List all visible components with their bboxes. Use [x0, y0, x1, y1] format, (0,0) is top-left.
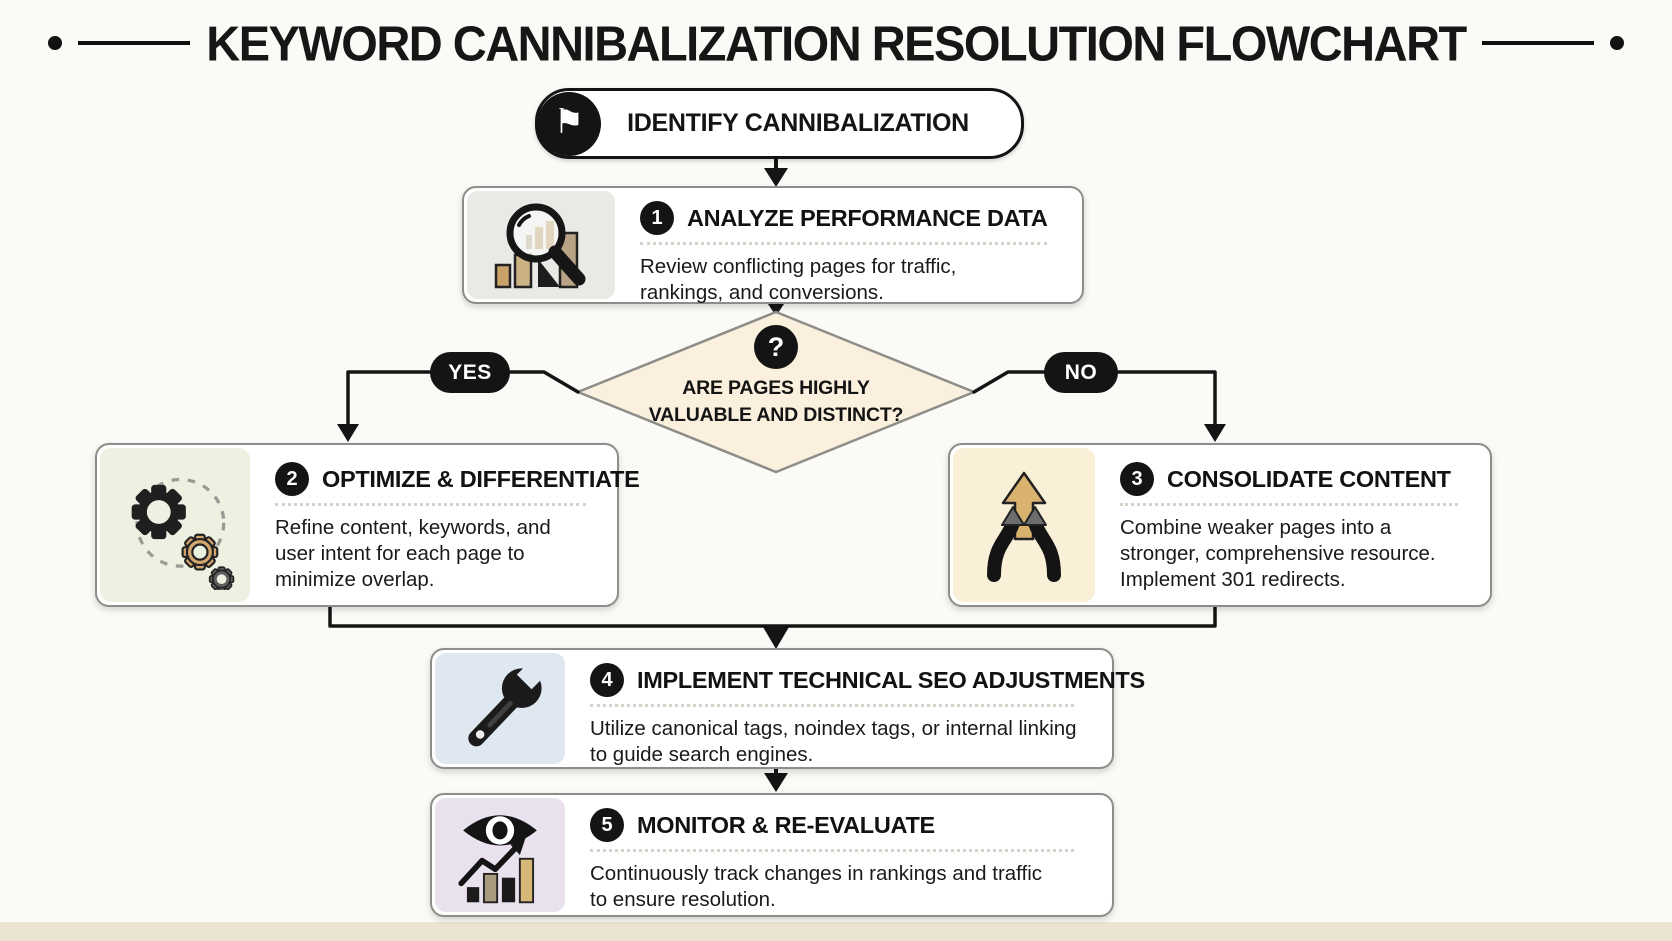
step3-icon-panel — [953, 448, 1095, 602]
step5-divider — [590, 849, 1074, 852]
step4-description: Utilize canonical tags, noindex tags, or… — [590, 717, 1077, 766]
eye-chart-icon — [458, 815, 537, 904]
step1-description: Review conflicting pages for traffic, ra… — [640, 255, 957, 304]
page-title: KEYWORD CANNIBALIZATION RESOLUTION FLOWC… — [206, 15, 1467, 71]
step2-description: Refine content, keywords, and user inten… — [275, 516, 551, 591]
step-monitor-reevaluate: 5 MONITOR & RE-EVALUATE Continuously tra… — [430, 793, 1114, 917]
header: KEYWORD CANNIBALIZATION RESOLUTION FLOWC… — [0, 12, 1672, 74]
title-rule-left — [78, 41, 191, 45]
step2-number-badge: 2 — [275, 462, 309, 496]
title-end-dot-left — [48, 36, 63, 50]
step3-description: Combine weaker pages into a stronger, co… — [1120, 516, 1436, 591]
step2-icon-panel — [100, 448, 250, 602]
step3-title: CONSOLIDATE CONTENT — [1167, 465, 1451, 492]
step2-content: 2 OPTIMIZE & DIFFERENTIATE Refine conten… — [253, 445, 640, 605]
step3-number-badge: 3 — [1120, 462, 1154, 496]
flag-icon: ⚑ — [537, 91, 601, 156]
step4-title: IMPLEMENT TECHNICAL SEO ADJUSTMENTS — [637, 666, 1145, 693]
step2-title: OPTIMIZE & DIFFERENTIATE — [322, 465, 640, 492]
flag-glyph: ⚑ — [553, 103, 585, 141]
decision-question-line1: ARE PAGES HIGHLY — [682, 377, 870, 399]
step4-icon-panel — [435, 653, 565, 764]
step-consolidate-content: 3 CONSOLIDATE CONTENT Combine weaker pag… — [948, 443, 1492, 607]
step3-content: 3 CONSOLIDATE CONTENT Combine weaker pag… — [1098, 445, 1490, 605]
step-implement-technical-seo: 4 IMPLEMENT TECHNICAL SEO ADJUSTMENTS Ut… — [430, 648, 1145, 769]
wrench-icon — [468, 662, 543, 746]
decision-diamond — [574, 310, 978, 474]
decision-node: ? ARE PAGES HIGHLY VALUABLE AND DISTINCT… — [576, 325, 976, 427]
yes-label: YES — [430, 352, 510, 393]
question-mark-icon: ? — [754, 325, 798, 369]
title-end-dot-right — [1609, 36, 1624, 50]
step1-title: ANALYZE PERFORMANCE DATA — [687, 204, 1048, 231]
step1-icon-panel — [467, 191, 615, 299]
footer-strip — [0, 922, 1672, 941]
step1-content: 1 ANALYZE PERFORMANCE DATA Review confli… — [618, 188, 1082, 304]
step3-divider — [1120, 503, 1458, 506]
step5-title: MONITOR & RE-EVALUATE — [637, 811, 935, 838]
step5-content: 5 MONITOR & RE-EVALUATE Continuously tra… — [568, 795, 1112, 915]
magnifier-bar-chart-icon — [494, 203, 586, 289]
start-node: ⚑ IDENTIFY CANNIBALIZATION — [535, 88, 1024, 159]
no-label: NO — [1044, 352, 1118, 393]
step2-divider — [275, 503, 587, 506]
step1-divider — [640, 242, 1048, 245]
step5-number-badge: 5 — [590, 808, 624, 842]
decision-question-line2: VALUABLE AND DISTINCT? — [648, 404, 904, 427]
step5-description: Continuously track changes in rankings a… — [590, 862, 1043, 911]
step-optimize-differentiate: 2 OPTIMIZE & DIFFERENTIATE Refine conten… — [95, 443, 640, 607]
step5-icon-panel — [435, 798, 565, 912]
step4-divider — [590, 704, 1074, 707]
step4-number-badge: 4 — [590, 663, 624, 697]
step4-content: 4 IMPLEMENT TECHNICAL SEO ADJUSTMENTS Ut… — [568, 650, 1145, 767]
step-analyze-performance-data: 1 ANALYZE PERFORMANCE DATA Review confli… — [462, 186, 1084, 304]
title-rule-right — [1481, 41, 1594, 45]
step1-number-badge: 1 — [640, 201, 674, 235]
merge-arrows-icon — [987, 471, 1061, 582]
start-label: IDENTIFY CANNIBALIZATION — [627, 109, 969, 137]
gears-icon — [131, 477, 235, 590]
